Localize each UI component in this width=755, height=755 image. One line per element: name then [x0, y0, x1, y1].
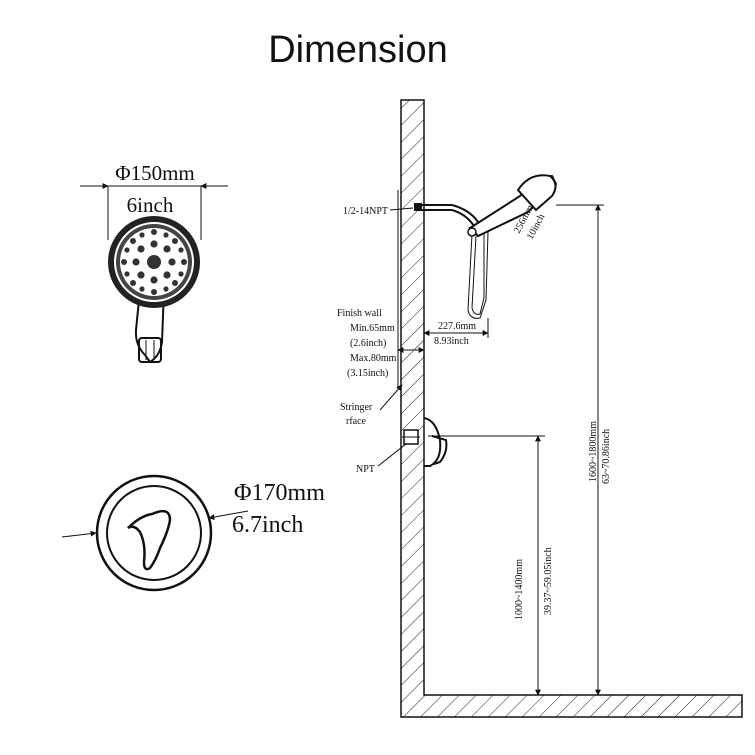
- npt-bottom-label: NPT: [356, 464, 375, 475]
- stringer-label-1: Stringer: [340, 402, 373, 413]
- plate-diameter-mm-label: Φ170mm: [234, 480, 325, 506]
- min-mm-label: Min.65mm: [350, 323, 395, 334]
- npt-top-label: 1/2-14NPT: [343, 206, 388, 217]
- min-inch-label: (2.6inch): [350, 338, 386, 349]
- trim-plate-front-view: Φ170mm 6.7inch: [61, 474, 325, 592]
- head-diameter-mm-label: Φ150mm: [115, 161, 195, 185]
- head-diameter-inch-label: 6inch: [127, 193, 174, 217]
- page-title: Dimension: [268, 29, 448, 71]
- head-height-inch-label: 63~70.86inch: [601, 429, 612, 484]
- plate-diameter-inch-label: 6.7inch: [232, 512, 303, 538]
- stringer-label-2: rface: [346, 416, 367, 427]
- arm-inch-label: 8.93inch: [434, 336, 469, 347]
- shower-head-front-view: Φ150mm 6inch: [80, 161, 228, 364]
- head-height-mm-label: 1600~1800mm: [588, 421, 599, 482]
- max-mm-label: Max.80mm: [350, 353, 397, 364]
- arm-mm-label: 227.6mm: [438, 321, 476, 332]
- valve-height-mm-label: 1000~1400mm: [514, 559, 525, 620]
- max-inch-label: (3.15inch): [347, 368, 388, 379]
- side-view: 1/2-14NPT 256mm 10inch Finish wall Min.6…: [337, 99, 743, 718]
- finish-wall-label: Finish wall: [337, 308, 382, 319]
- valve-height-inch-label: 39.37~59.05inch: [543, 547, 554, 615]
